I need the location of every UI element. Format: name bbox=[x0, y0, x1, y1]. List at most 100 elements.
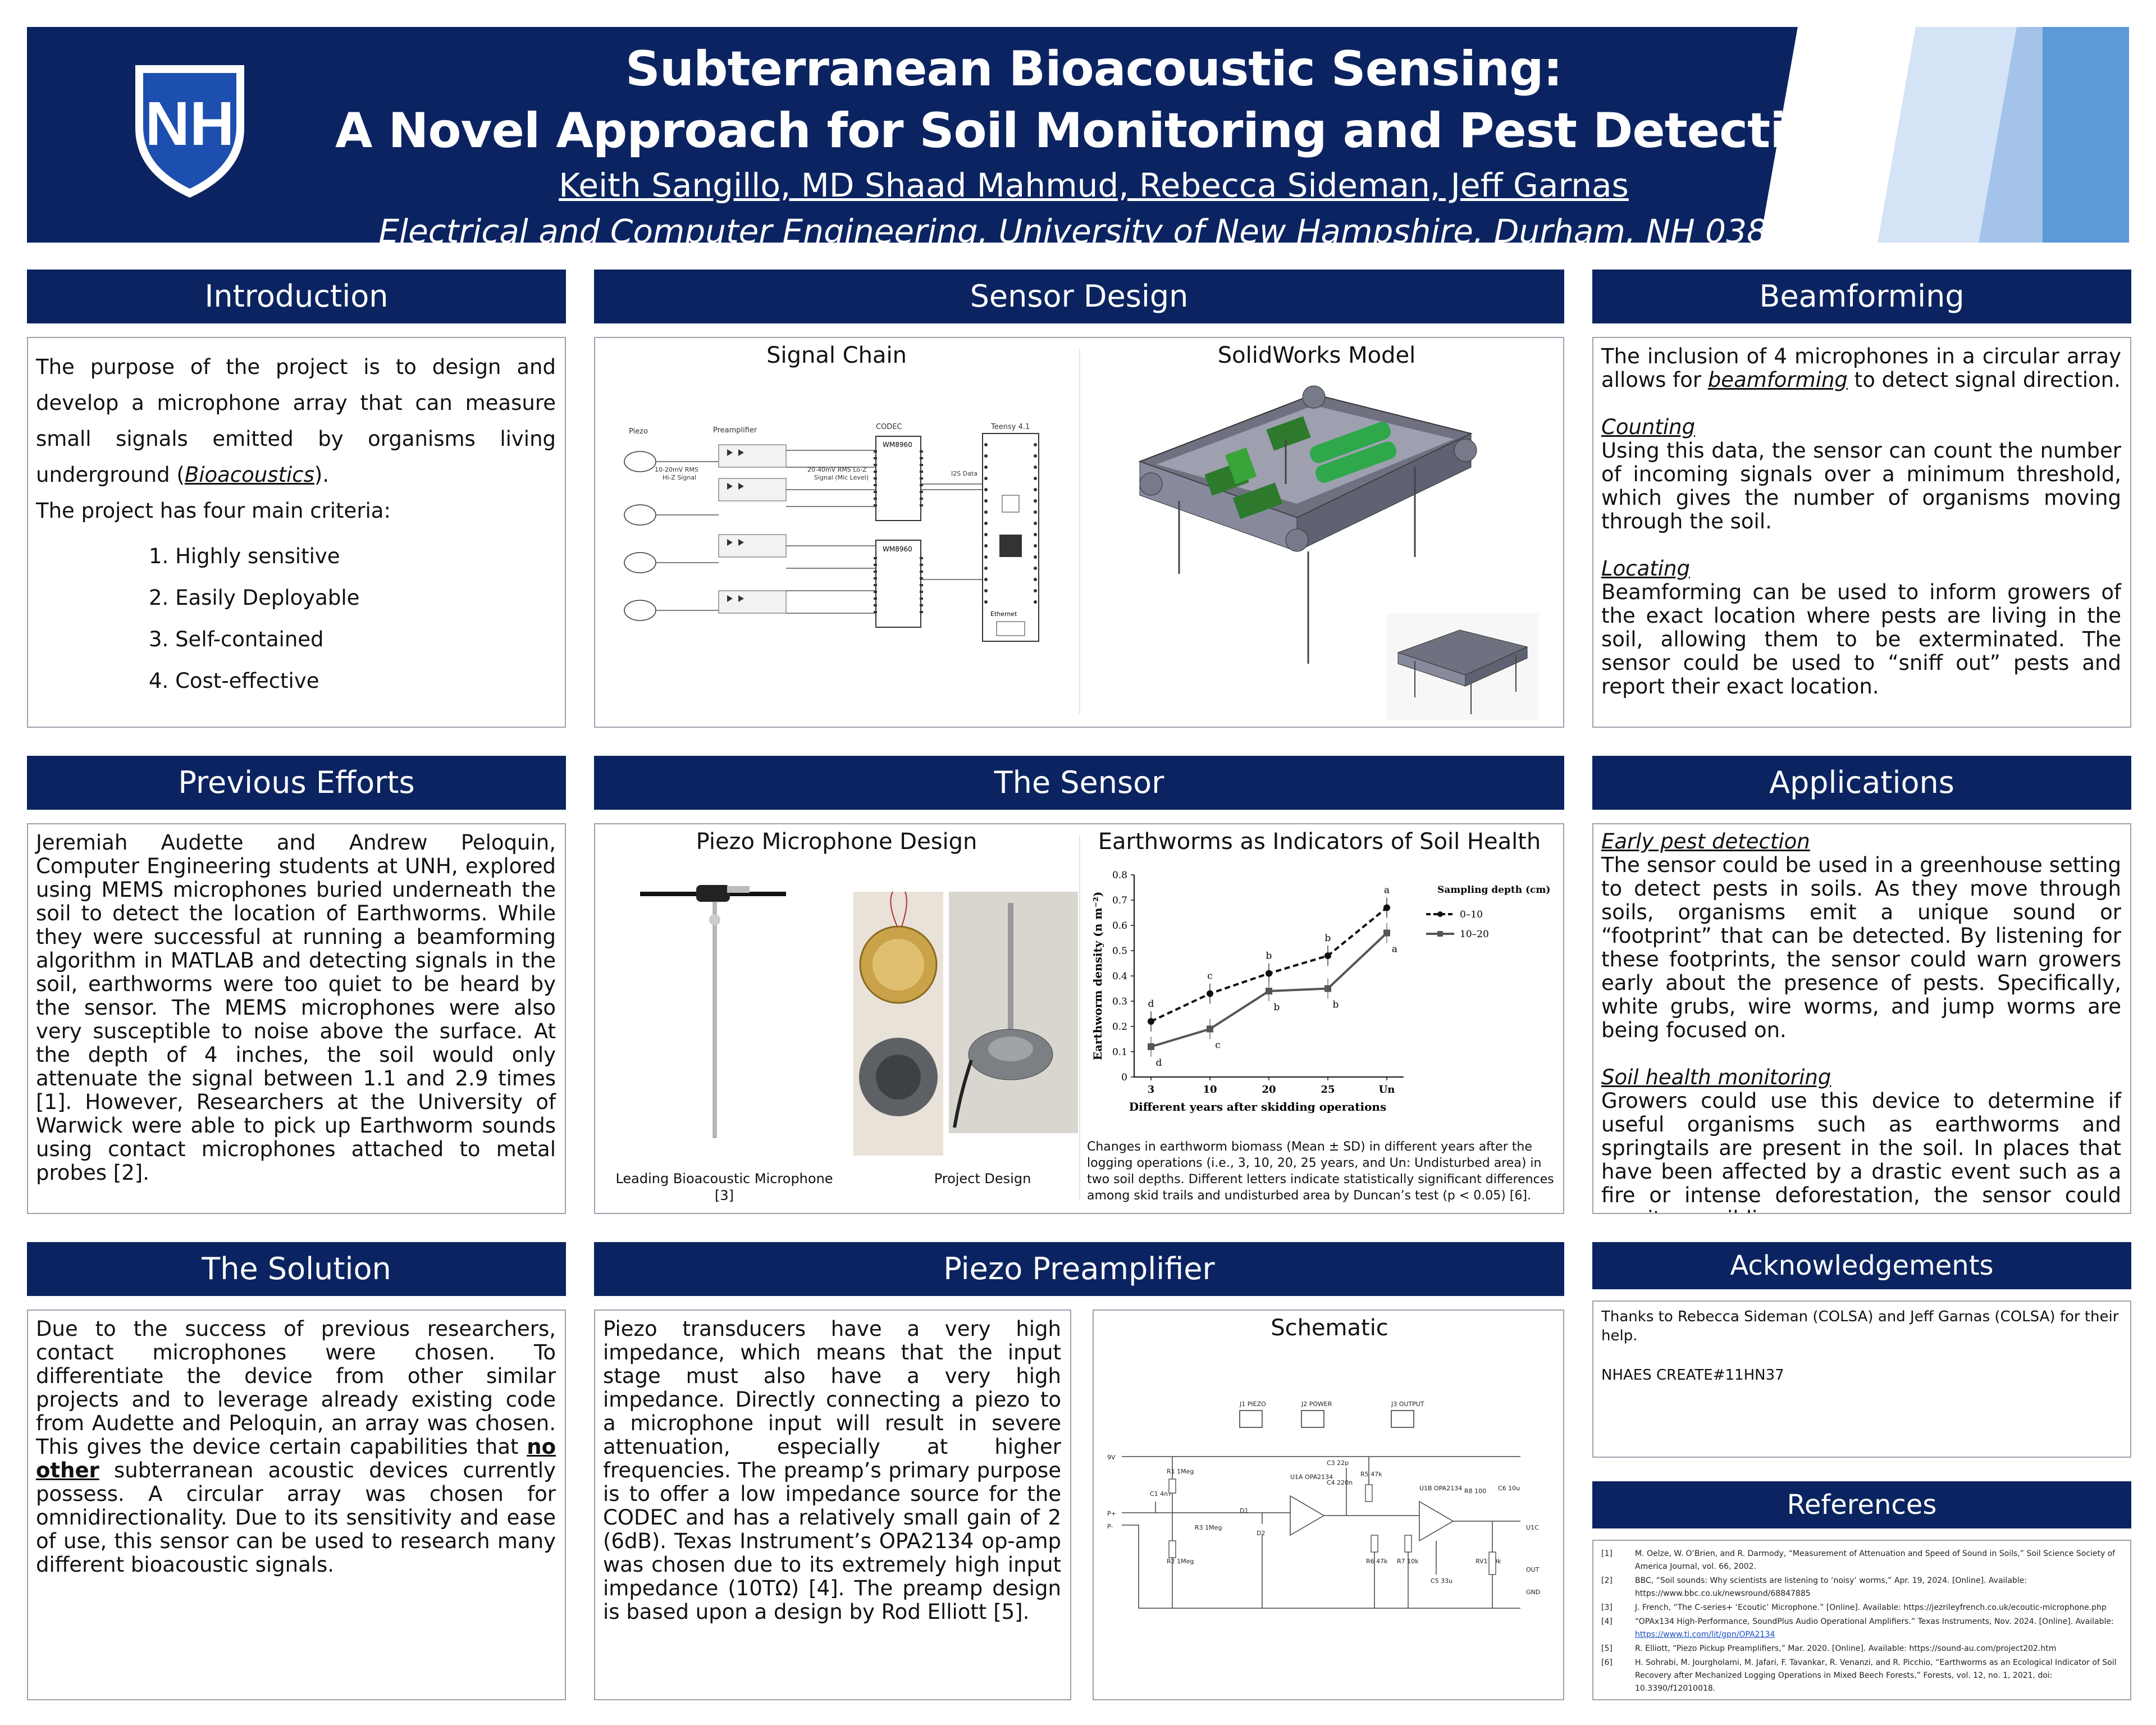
project-design-photos bbox=[853, 892, 1078, 1156]
chart-point bbox=[1383, 904, 1390, 911]
counting-text: Using this data, the sensor can count th… bbox=[1601, 439, 2121, 533]
column-divider bbox=[1079, 349, 1080, 714]
hiz-label: 10-20mV RMS bbox=[655, 466, 698, 473]
unh-shield-logo: NH bbox=[135, 65, 244, 198]
schematic-title: Schematic bbox=[1271, 1315, 1388, 1341]
project-design-caption: Project Design bbox=[934, 1171, 1031, 1186]
chart-significance-letter: c bbox=[1215, 1040, 1221, 1051]
schem-r5: R5 47k bbox=[1360, 1471, 1382, 1478]
references-box: [1]M. Oelze, W. O’Brien, and R. Darmody,… bbox=[1592, 1540, 2131, 1700]
schem-d2: D2 bbox=[1257, 1530, 1265, 1537]
beamforming-box: The inclusion of 4 microphones in a circ… bbox=[1592, 337, 2131, 728]
preamp-text-box: Piezo transducers have a very high imped… bbox=[594, 1309, 1071, 1700]
reference-number: [1] bbox=[1601, 1549, 1613, 1558]
reference-item: [3]J. French, “The C-series+ ‘Ecoutic’ M… bbox=[1601, 1601, 2123, 1614]
ack-thanks: Thanks to Rebecca Sideman (COLSA) and Je… bbox=[1601, 1308, 2119, 1344]
schem-u1a: U1A OPA2134 bbox=[1290, 1473, 1333, 1481]
chart-x-tick-label: 3 bbox=[1148, 1084, 1155, 1096]
solidworks-model-render bbox=[1134, 372, 1538, 720]
teensy-label: Teensy 4.1 bbox=[990, 423, 1030, 431]
chart-point bbox=[1148, 1043, 1154, 1050]
beamforming-text: The inclusion of 4 microphones in a circ… bbox=[1601, 345, 2121, 699]
schem-r6: R6 47k bbox=[1366, 1558, 1388, 1565]
chart-significance-letter: a bbox=[1384, 885, 1390, 896]
reference-link[interactable]: https://www.ti.com/lit/gpn/OPA2134 bbox=[1635, 1630, 1775, 1639]
reference-number: [3] bbox=[1601, 1603, 1613, 1612]
chart-point bbox=[1207, 990, 1213, 997]
solution-text: Due to the success of previous researche… bbox=[36, 1317, 556, 1577]
chart-y-tick-label: 0.2 bbox=[1112, 1021, 1127, 1033]
leading-mic-caption: Leading Bioacoustic Microphone [3] bbox=[615, 1171, 833, 1203]
applications-heading: Applications bbox=[1592, 756, 2131, 810]
sensor-design-box: Signal Chain SolidWorks Model Piezo Prea… bbox=[594, 337, 1564, 728]
introduction-text: The purpose of the project is to design … bbox=[36, 349, 556, 493]
no-other-emphasis: no other bbox=[36, 1435, 556, 1482]
chart-significance-letter: d bbox=[1148, 998, 1154, 1010]
solution-text-part: Due to the success of previous researche… bbox=[36, 1317, 556, 1459]
reference-number: [2] bbox=[1601, 1576, 1613, 1585]
solution-box: Due to the success of previous researche… bbox=[27, 1309, 566, 1700]
criteria-item: 1. Highly sensitive bbox=[149, 544, 340, 568]
reference-text: R. Elliott, “Piezo Pickup Preamplifiers,… bbox=[1635, 1644, 2057, 1653]
preamp-label: Preamplifier bbox=[713, 426, 757, 435]
chart-y-tick-label: 0.3 bbox=[1112, 996, 1127, 1007]
chart-point bbox=[1207, 1025, 1213, 1033]
beamforming-text-part: to detect signal direction. bbox=[1847, 368, 2121, 392]
chart-legend-title: Sampling depth (cm) bbox=[1437, 884, 1550, 896]
applications-box: Early pest detection The sensor could be… bbox=[1592, 823, 2131, 1214]
poster-title-line2: A Novel Approach for Soil Monitoring and… bbox=[335, 103, 1853, 159]
signal-chain-diagram: Piezo Preamplifier CODEC Teensy 4.1 10-2… bbox=[624, 423, 1039, 642]
criteria-item: 4. Cost-effective bbox=[149, 669, 319, 693]
chart-y-tick-label: 0 bbox=[1121, 1072, 1127, 1083]
chart-x-axis-label: Different years after skidding operation… bbox=[1129, 1100, 1386, 1114]
chart-significance-letter: b bbox=[1274, 1002, 1280, 1013]
schem-d1: D1 bbox=[1240, 1507, 1248, 1514]
beamforming-text-part: The inclusion of 4 microphones in a circ… bbox=[1601, 344, 2121, 392]
solution-text-part: subterranean acoustic devices currently … bbox=[36, 1458, 556, 1577]
wm8960-label: WM8960 bbox=[883, 441, 912, 449]
acknowledgements-box: Thanks to Rebecca Sideman (COLSA) and Je… bbox=[1592, 1300, 2131, 1458]
schem-c5: C5 33u bbox=[1431, 1577, 1452, 1585]
chart-significance-letter: b bbox=[1325, 933, 1331, 944]
legend-label-10-20: 10–20 bbox=[1460, 929, 1489, 940]
leading-microphone-image bbox=[640, 885, 786, 1138]
beamforming-term: beamforming bbox=[1707, 368, 1848, 392]
reference-item: [4]“OPAx134 High-Performance, SoundPlus … bbox=[1601, 1616, 2123, 1641]
loz-label: Signal (Mic Level) bbox=[814, 474, 869, 481]
chart-x-tick-label: 10 bbox=[1203, 1084, 1217, 1096]
chart-point bbox=[1148, 1018, 1154, 1025]
i2s-label: I2S Data bbox=[951, 470, 977, 477]
reference-item: [6]H. Sohrabi, M. Jourgholami, M. Jafari… bbox=[1601, 1656, 2123, 1695]
legend-label-0-10: 0–10 bbox=[1460, 909, 1483, 920]
sensor-design-heading: Sensor Design bbox=[594, 270, 1564, 323]
acknowledgements-text: Thanks to Rebecca Sideman (COLSA) and Je… bbox=[1601, 1307, 2123, 1385]
previous-efforts-heading: Previous Efforts bbox=[27, 756, 566, 810]
hiz-label: Hi-Z Signal bbox=[663, 474, 696, 481]
reference-item: [1]M. Oelze, W. O’Brien, and R. Darmody,… bbox=[1601, 1548, 2123, 1573]
codec-label: CODEC bbox=[876, 423, 902, 431]
chart-significance-letter: b bbox=[1333, 1000, 1339, 1011]
the-sensor-heading: The Sensor bbox=[594, 756, 1564, 810]
schem-r1: R1 1Meg bbox=[1167, 1468, 1194, 1475]
logo-text: NH bbox=[145, 89, 235, 158]
preamp-heading: Piezo Preamplifier bbox=[594, 1242, 1564, 1296]
ack-grant: NHAES CREATE#11HN37 bbox=[1601, 1367, 1784, 1384]
intro-text-part: The purpose of the project is to design … bbox=[36, 355, 556, 487]
early-pest-title: Early pest detection bbox=[1601, 829, 1810, 854]
schem-r8: R8 100 bbox=[1464, 1487, 1486, 1495]
legend-marker-10-20 bbox=[1437, 931, 1443, 937]
schem-r3: R3 1Meg bbox=[1195, 1524, 1222, 1531]
schem-r2: R2 1Meg bbox=[1167, 1558, 1194, 1565]
preamp-schematic: J1 PIEZO J2 POWER J3 OUTPUT 9V P+ P- R1 … bbox=[1107, 1400, 1540, 1609]
intro-text-part: ). bbox=[314, 463, 330, 487]
chart-significance-letter: d bbox=[1156, 1057, 1162, 1069]
reference-number: [5] bbox=[1601, 1644, 1613, 1653]
chart-x-tick-label: 20 bbox=[1262, 1084, 1276, 1096]
solution-heading: The Solution bbox=[27, 1242, 566, 1296]
poster-header: NH Subterranean Bioacoustic Sensing: A N… bbox=[27, 27, 2129, 243]
schem-u1c: U1C bbox=[1526, 1524, 1539, 1531]
locating-text: Beamforming can be used to inform grower… bbox=[1601, 580, 2121, 699]
